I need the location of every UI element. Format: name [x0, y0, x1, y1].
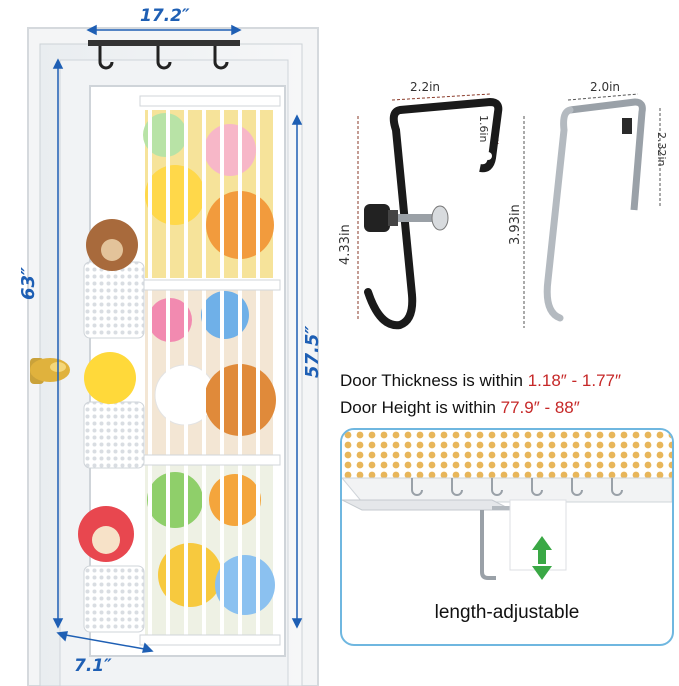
black-hook-illustration: [357, 93, 503, 330]
door-height-value: 77.9″ - 88″: [500, 398, 580, 417]
length-adjustable-inset: length-adjustable: [340, 428, 674, 646]
black-hook-height-label: 4.33in: [338, 224, 353, 265]
door-organizer-photo: [27, 27, 319, 686]
silver-hook-small-height-label: 2.32in: [655, 132, 668, 167]
door-thickness-label: Door Thickness is within: [340, 371, 528, 390]
door-height-spec: Door Height is within 77.9″ - 88″: [340, 398, 580, 418]
bottom-depth-label: 7.1″: [74, 656, 112, 676]
silver-hook-illustration: [523, 93, 661, 328]
top-width-label: 17.2″: [140, 6, 190, 26]
dimension-arrows: [52, 24, 303, 653]
inset-detail-photo: [342, 430, 672, 580]
black-hook-width-label: 2.2in: [410, 80, 441, 94]
length-adjustable-caption: length-adjustable: [434, 602, 580, 623]
door-height-label: Door Height is within: [340, 398, 501, 417]
left-height-label: 63″: [18, 266, 39, 300]
black-hook-small-height-label: 1.6in: [477, 115, 490, 143]
silver-hook-height-label: 3.93in: [508, 204, 523, 245]
door-thickness-spec: Door Thickness is within 1.18″ - 1.77″: [340, 371, 621, 391]
silver-hook-width-label: 2.0in: [590, 80, 621, 94]
right-height-label: 57.5″: [302, 325, 323, 378]
door-thickness-value: 1.18″ - 1.77″: [527, 371, 622, 390]
door-knob-illustration: [30, 358, 70, 384]
